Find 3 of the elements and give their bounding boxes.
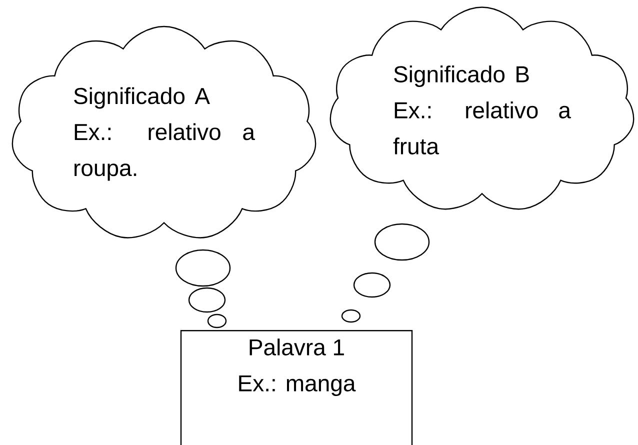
thought-cloud: Significado A Ex.: relativo a roupa. — [12, 26, 316, 238]
word-box: Palavra 1 Ex.: manga — [180, 330, 413, 445]
thought-cloud: Significado B Ex.: relativo a fruta — [330, 6, 634, 210]
